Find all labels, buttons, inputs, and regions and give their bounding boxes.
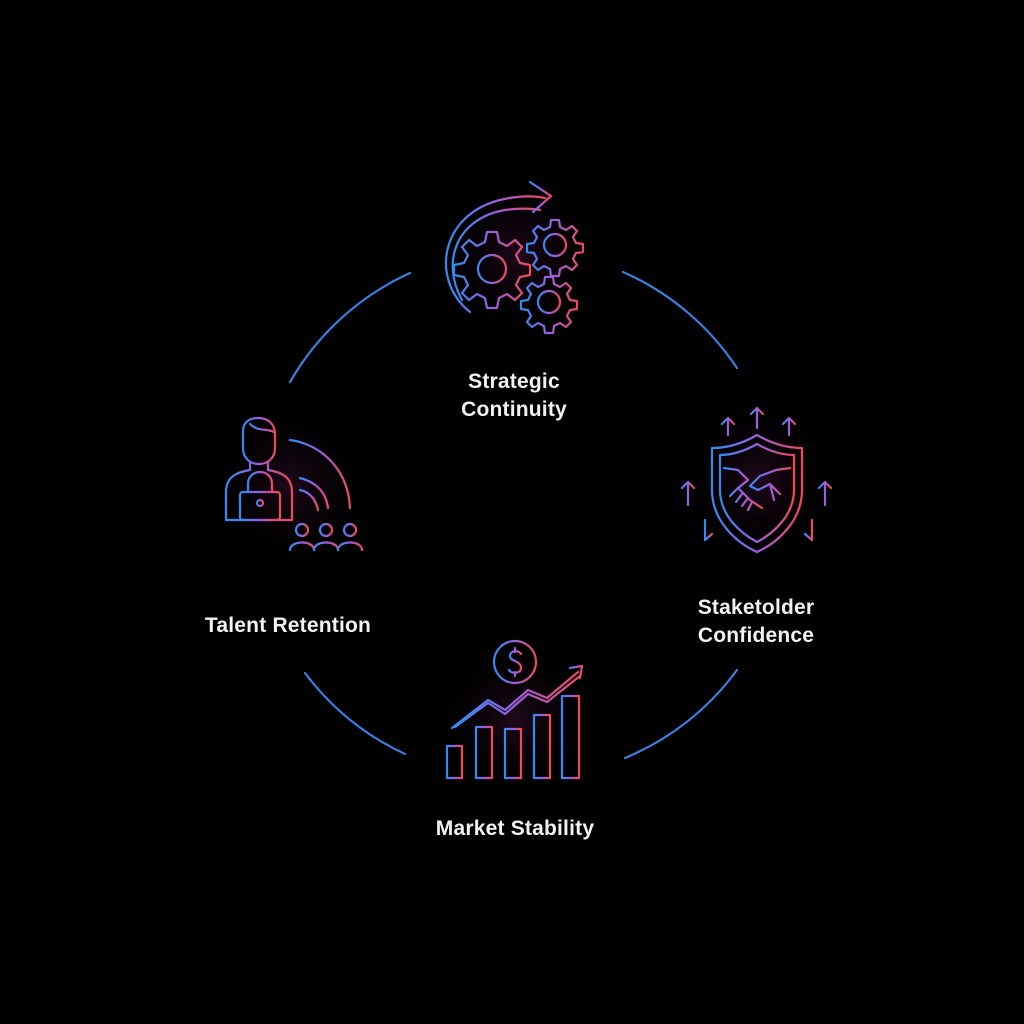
arc-top-left [288, 271, 412, 384]
shield-handshake-icon [680, 406, 833, 554]
label-line-1: Talent Retention [204, 614, 372, 637]
node-label-talent-retention: Talent Retention [170, 612, 406, 640]
person-lock-team-icon [224, 416, 364, 552]
label-line-2: Confidence [697, 624, 815, 647]
arc-bottom-left [303, 671, 407, 756]
bar-chart-dollar-icon [438, 639, 588, 789]
label-line-1: Strategic [468, 370, 560, 393]
node-label-market-stability: Market Stability [400, 815, 630, 843]
gears-arrow-icon [445, 180, 585, 335]
label-line-2: Continuity [461, 398, 567, 421]
arc-top-right [621, 270, 739, 370]
node-label-strategic-continuity: Strategic Continuity [412, 368, 616, 424]
arc-bottom-right [623, 668, 739, 760]
label-line-1: Market Stability [435, 817, 595, 840]
label-line-1: Staketolder [697, 596, 815, 619]
node-label-stakeholder-confidence: Staketolder Confidence [654, 594, 858, 650]
